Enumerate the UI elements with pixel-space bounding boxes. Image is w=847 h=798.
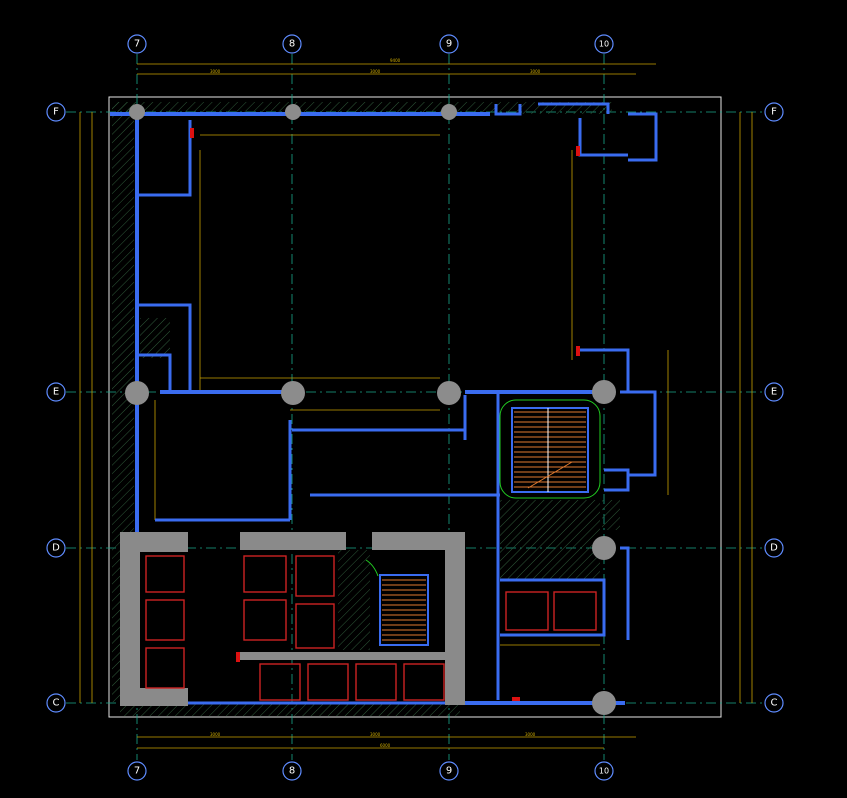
svg-text:10: 10 xyxy=(599,40,609,49)
axis-bubble-D-left: D xyxy=(46,538,66,558)
svg-text:3000: 3000 xyxy=(370,732,381,737)
axis-bubble-D-right: D xyxy=(764,538,784,558)
svg-text:C: C xyxy=(53,698,60,709)
svg-text:7: 7 xyxy=(134,766,140,777)
svg-text:D: D xyxy=(770,543,778,554)
axis-bubble-F-left: F xyxy=(46,102,66,122)
walls xyxy=(110,102,658,705)
service-cores xyxy=(120,532,465,706)
axis-bubble-8-bottom: 8 xyxy=(282,761,302,781)
svg-text:E: E xyxy=(771,387,777,398)
axis-bubble-10-top: 10 xyxy=(594,34,614,54)
svg-text:3000: 3000 xyxy=(210,69,221,74)
svg-text:10: 10 xyxy=(599,767,609,776)
svg-text:3000: 3000 xyxy=(210,732,221,737)
axis-bubble-7-top: 7 xyxy=(127,34,147,54)
svg-text:3000: 3000 xyxy=(530,69,541,74)
door-swing xyxy=(365,559,379,577)
fire-equipment-markers xyxy=(190,128,580,701)
svg-text:F: F xyxy=(53,107,59,118)
svg-text:F: F xyxy=(771,107,777,118)
axis-bubble-8-top: 8 xyxy=(282,34,302,54)
axis-bubble-9-bottom: 9 xyxy=(439,761,459,781)
axis-bubble-7-bottom: 7 xyxy=(127,761,147,781)
svg-text:3000: 3000 xyxy=(525,732,536,737)
svg-text:6000: 6000 xyxy=(380,743,391,748)
svg-text:D: D xyxy=(52,543,60,554)
dimension-lines: 3000 3000 3000 9400 3000 3000 3000 6000 xyxy=(79,58,753,749)
columns xyxy=(125,104,616,715)
svg-text:9400: 9400 xyxy=(390,58,401,63)
svg-text:E: E xyxy=(53,387,59,398)
drawing-frame xyxy=(108,96,722,718)
svg-text:8: 8 xyxy=(289,766,295,777)
elevators xyxy=(145,555,597,701)
axis-bubble-10-bottom: 10 xyxy=(594,761,614,781)
staircase-secondary xyxy=(379,574,429,646)
svg-text:C: C xyxy=(771,698,778,709)
axis-bubble-E-right: E xyxy=(764,382,784,402)
svg-text:7: 7 xyxy=(134,39,140,50)
axis-bubble-C-left: C xyxy=(46,693,66,713)
svg-text:9: 9 xyxy=(446,766,452,777)
axis-bubble-9-top: 9 xyxy=(439,34,459,54)
svg-text:3000: 3000 xyxy=(370,69,381,74)
svg-text:9: 9 xyxy=(446,39,452,50)
axis-bubble-C-right: C xyxy=(764,693,784,713)
staircase-main xyxy=(499,399,601,499)
axis-bubble-E-left: E xyxy=(46,382,66,402)
svg-text:8: 8 xyxy=(289,39,295,50)
axis-bubble-F-right: F xyxy=(764,102,784,122)
